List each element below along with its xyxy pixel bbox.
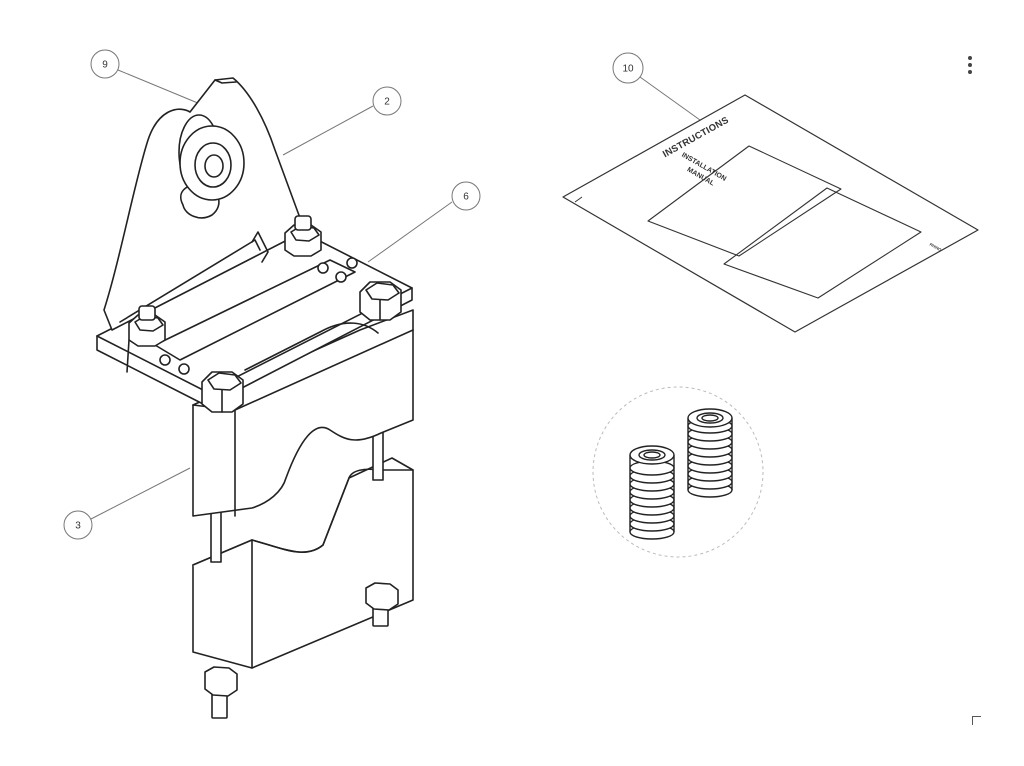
roller-wheel: [178, 114, 245, 201]
hex-nut-left: [126, 305, 166, 373]
callout-3-label: 3: [75, 521, 81, 532]
callout-10: [612, 52, 701, 121]
manual-brand-group: RHINO: [929, 242, 943, 253]
mount-assembly: [96, 77, 414, 719]
callout-2-label: 2: [384, 97, 390, 108]
lower-nuts: [204, 582, 399, 697]
callout-9: [90, 49, 206, 107]
hex-nut-front: [201, 371, 244, 413]
resize-corner-icon[interactable]: [972, 716, 981, 725]
more-dot: [968, 56, 972, 60]
more-vert-icon[interactable]: [958, 52, 982, 78]
hex-nut-rear: [284, 215, 322, 257]
callout-10-label: 10: [622, 64, 634, 75]
more-dot: [968, 63, 972, 67]
spring-right: [687, 408, 733, 498]
spring-set: [592, 386, 764, 558]
callout-3: [63, 467, 191, 540]
callout-9-label: 9: [102, 60, 108, 71]
installation-manual: INSTRUCTIONS INSTALLATION MANUAL RHINO: [562, 94, 979, 333]
hex-nut-right: [359, 281, 402, 321]
callout-2: [282, 86, 402, 156]
spring-left: [629, 445, 675, 540]
callout-6-label: 6: [463, 192, 469, 203]
manual-brand: RHINO: [929, 242, 943, 253]
more-dot: [968, 70, 972, 74]
callout-6: [367, 181, 481, 263]
